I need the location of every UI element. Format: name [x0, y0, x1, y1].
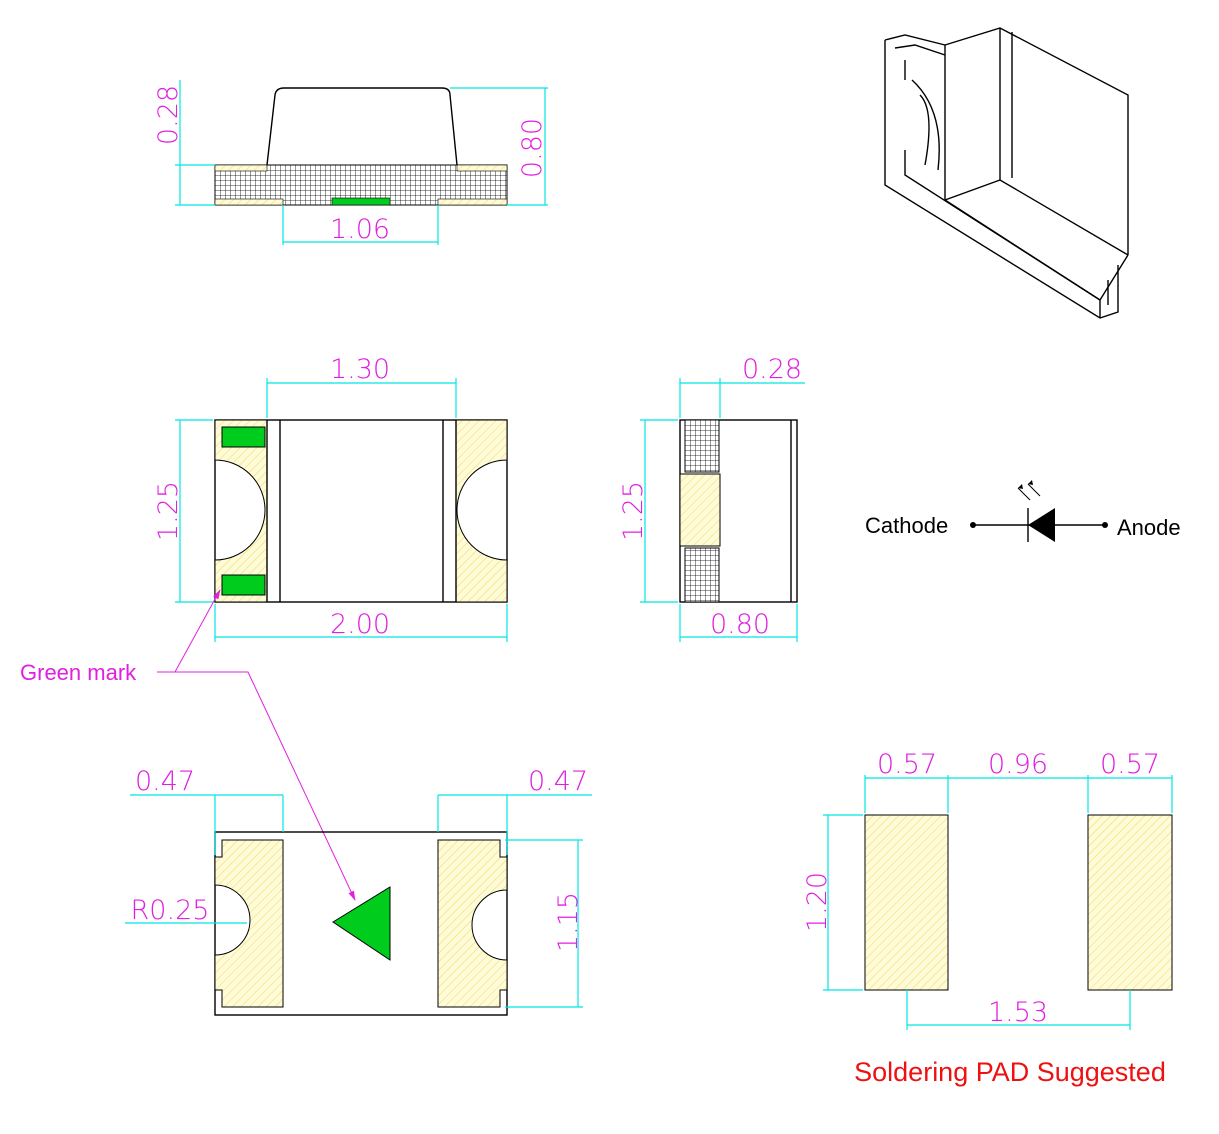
- dim-top-width: 1.25: [153, 481, 184, 541]
- polarity-triangle: [332, 886, 391, 961]
- dim-end-depth: 0.80: [710, 609, 770, 640]
- dim-pad-gap: 0.96: [988, 749, 1048, 780]
- dim-side-total: 0.80: [517, 118, 548, 178]
- side-view: 0.28 0.80 1.06: [153, 80, 548, 245]
- dim-bottom-pad-left: 0.47: [135, 766, 195, 797]
- dim-pad-right: 0.57: [1100, 749, 1160, 780]
- dim-lens-width: 1.30: [330, 354, 390, 385]
- dim-radius: R0.25: [131, 895, 210, 926]
- diode-triangle-icon: [1028, 508, 1055, 542]
- dim-pad-height: 1.20: [802, 872, 833, 932]
- dim-pad-left: 0.57: [877, 749, 937, 780]
- green-mark: [221, 426, 266, 448]
- top-view: 1.30 1.25 2.00: [153, 354, 508, 642]
- green-mark-label: Green mark: [20, 660, 137, 685]
- iso-view: [884, 27, 1129, 319]
- anode-label: Anode: [1117, 515, 1181, 540]
- dim-bottom-pad-right: 0.47: [528, 766, 588, 797]
- solder-pad-title: Soldering PAD Suggested: [854, 1057, 1166, 1087]
- end-view: 0.28 1.25 0.80: [618, 354, 805, 642]
- dim-side-gap: 1.06: [330, 214, 390, 245]
- dim-end-pad: 0.28: [742, 354, 802, 385]
- solder-pad-right: [1087, 814, 1173, 991]
- dim-end-height: 1.25: [618, 481, 649, 541]
- green-pad: [331, 197, 391, 206]
- bottom-view: 0.47 0.47 1.15 R0.25: [125, 766, 592, 1016]
- diode-symbol: Cathode Anode: [865, 480, 1181, 542]
- dim-bottom-pad-height: 1.15: [553, 892, 584, 952]
- cathode-label: Cathode: [865, 513, 948, 538]
- dim-pad-pitch: 1.53: [988, 997, 1048, 1028]
- solder-pad-layout: 0.57 0.96 0.57 1.20 1.53 Soldering PAD S…: [802, 749, 1173, 1087]
- green-mark-callout: Green mark: [20, 589, 356, 901]
- dim-top-length: 2.00: [330, 609, 390, 640]
- dim-side-base: 0.28: [153, 85, 184, 145]
- lens-dome: [266, 87, 458, 166]
- solder-pad-left: [864, 814, 949, 991]
